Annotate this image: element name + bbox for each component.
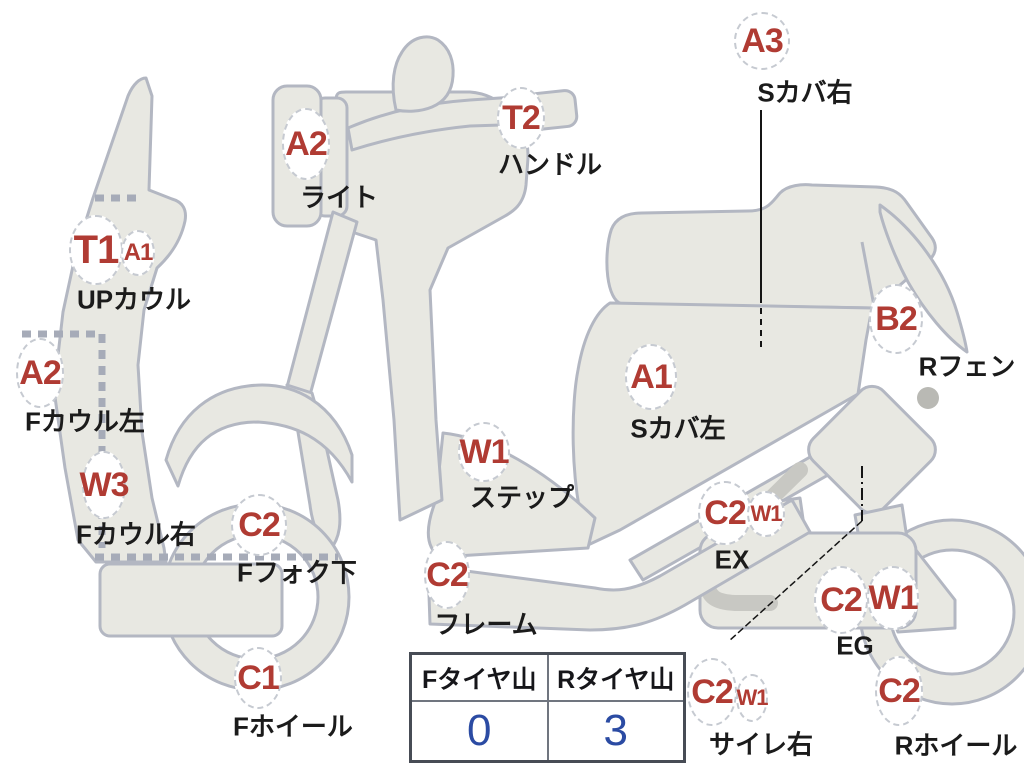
part-label-frame: フレーム (434, 609, 538, 640)
damage-badge-w1-engine: W1 (867, 566, 919, 630)
damage-badge-c2-silencer-right: C2 (687, 658, 737, 726)
seat (605, 183, 937, 310)
part-label-handle: ハンドル (497, 149, 603, 180)
damage-badge-a2-light: A2 (282, 108, 330, 180)
damage-badge-c1-f-wheel: C1 (234, 647, 282, 709)
damage-badge-w3-f-cowl-right: W3 (80, 451, 130, 519)
damage-badge-c2-exhaust: C2 (698, 481, 752, 545)
damage-badge-c2-engine: C2 (814, 566, 868, 634)
damage-badge-b2-r-fender: B2 (869, 284, 923, 354)
rear-tire-header: Rタイヤ山 (546, 652, 686, 702)
damage-badge-a1-up-cowl: A1 (121, 230, 155, 276)
shock-mount (917, 387, 939, 409)
front-tire-header: Fタイヤ山 (409, 652, 549, 702)
part-label-scover-left: Sカバ左 (630, 413, 726, 444)
damage-badge-t2-handle: T2 (497, 87, 545, 149)
tire-tread-table: Fタイヤ山 Rタイヤ山 0 3 (409, 652, 686, 763)
mirror (391, 35, 455, 113)
front-cowl (52, 76, 187, 564)
part-label-f-wheel: Fホイール (233, 711, 353, 742)
part-label-r-wheel: Rホイール (894, 730, 1018, 761)
damage-badge-c2-frame: C2 (424, 541, 470, 609)
part-label-light: ライト (299, 182, 379, 213)
part-label-f-cowl-left: Fカウル左 (25, 406, 145, 437)
damage-badge-a1-scover-left: A1 (625, 344, 677, 410)
part-label-step: ステップ (469, 482, 575, 513)
part-label-f-cowl-right: Fカウル右 (76, 519, 196, 550)
damage-badge-a2-f-cowl-left: A2 (16, 338, 64, 408)
handlebar (346, 94, 536, 152)
front-fender (164, 383, 354, 488)
rear-fender (878, 203, 969, 354)
part-label-silencer-right: サイレ右 (708, 729, 814, 760)
damage-badge-c2-r-wheel: C2 (875, 656, 923, 726)
seat-seam (860, 241, 876, 307)
rear-tire-value: 3 (546, 700, 686, 763)
part-label-exhaust: EX (714, 544, 750, 575)
front-tire-value: 0 (409, 700, 549, 763)
damage-badge-w1-step: W1 (458, 422, 510, 482)
muffler (807, 384, 937, 515)
damage-badge-w1-silencer-right: W1 (736, 674, 769, 722)
lower-cowl (98, 562, 284, 638)
part-label-scover-right: Sカバ右 (757, 77, 853, 108)
part-label-engine: EG (836, 630, 874, 661)
part-label-up-cowl: UPカウル (76, 284, 192, 315)
damage-badge-a3-scover-right: A3 (734, 12, 790, 70)
part-label-f-fork-lower: Fフォク下 (237, 557, 357, 588)
damage-badge-w1-exhaust: W1 (747, 491, 785, 537)
part-label-r-fender: Rフェン (918, 351, 1016, 382)
damage-badge-t1-up-cowl: T1 (69, 215, 123, 285)
frame-band (426, 498, 812, 632)
damage-badge-c2-f-fork-lower: C2 (231, 494, 287, 556)
